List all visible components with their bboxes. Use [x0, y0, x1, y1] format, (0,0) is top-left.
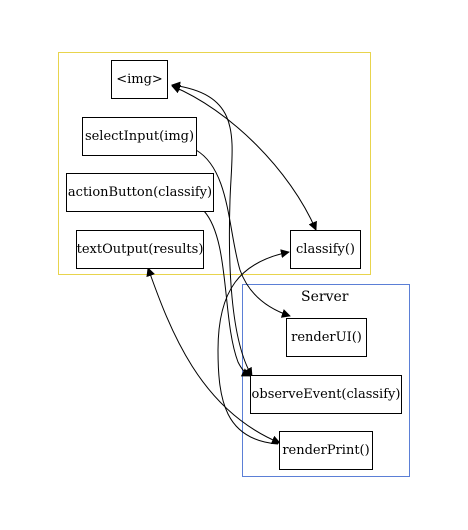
node-render-ui: renderUI(): [286, 318, 367, 357]
node-img: <img>: [111, 60, 168, 99]
node-observe-event: observeEvent(classify): [250, 375, 402, 414]
node-render-print: renderPrint(): [279, 431, 373, 470]
edge-renderprint-classify: [217, 249, 290, 445]
node-classify: classify(): [290, 230, 361, 269]
server-cluster-label: Server: [301, 289, 349, 305]
edge-actionbutton-observe: [203, 210, 251, 377]
edge-textoutput-renderprint: [146, 267, 281, 445]
node-select-input: selectInput(img): [82, 117, 197, 156]
node-action-button: actionButton(classify): [66, 173, 214, 212]
node-text-output: textOutput(results): [76, 230, 204, 269]
